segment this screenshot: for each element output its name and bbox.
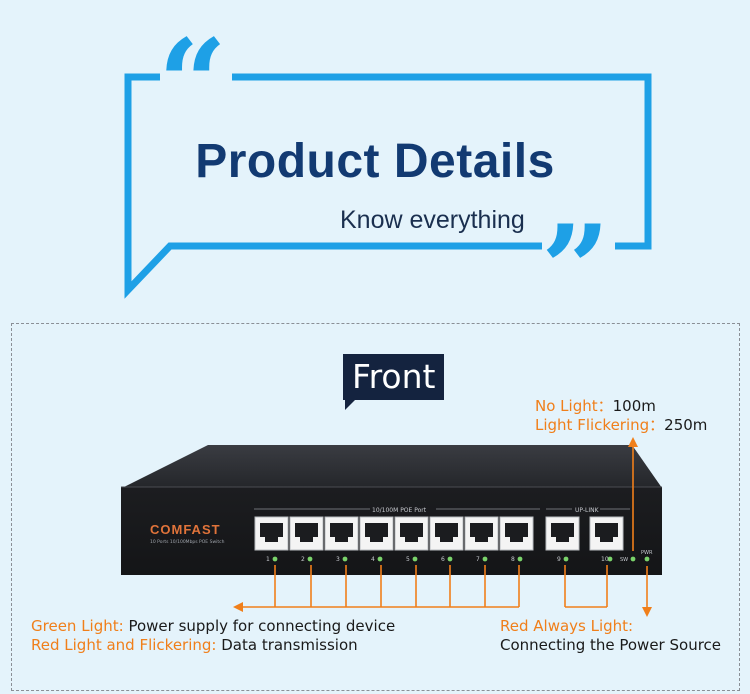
- red-always-annotation: Red Always Light:: [500, 617, 633, 635]
- red-always-value-annotation: Connecting the Power Source: [500, 636, 721, 654]
- rj45-port-10: 10: [589, 516, 624, 563]
- port-led-10: [607, 556, 613, 562]
- port-led-6: [447, 556, 453, 562]
- port-led-4: [377, 556, 383, 562]
- flicker-value: 250m: [664, 416, 708, 434]
- port-led-8: [517, 556, 523, 562]
- no-light-annotation: No Light：100m: [535, 395, 656, 416]
- port-led-7: [482, 556, 488, 562]
- no-light-key: No Light：: [535, 397, 613, 415]
- port-number-3: 3: [336, 556, 340, 563]
- open-quote-icon: “: [158, 13, 228, 154]
- pwr-led: [644, 556, 650, 562]
- port-group: 1 2 3 4 5 6 7 8 9 10: [254, 516, 624, 563]
- red-flicker-annotation: Red Light and Flickering: Data transmiss…: [31, 636, 358, 654]
- page-subtitle: Know everything: [340, 206, 525, 234]
- rj45-port-1: 1: [254, 516, 289, 563]
- sw-label: SW: [620, 557, 628, 563]
- green-value: Power supply for connecting device: [128, 617, 396, 635]
- model-text: 10 Ports 10/100Mbps POE Switch: [150, 539, 225, 545]
- port-led-1: [272, 556, 278, 562]
- page-title: Product Details: [195, 135, 555, 188]
- port-led-2: [307, 556, 313, 562]
- arrow-up-icon: [628, 437, 638, 447]
- arrow-down-icon: [642, 607, 652, 617]
- rj45-port-2: 2: [289, 516, 324, 563]
- port-number-8: 8: [511, 556, 515, 563]
- port-led-3: [342, 556, 348, 562]
- front-tag-tail: [345, 398, 357, 410]
- no-light-value: 100m: [612, 397, 656, 415]
- rj45-port-8: 8: [499, 516, 534, 563]
- product-panel: [11, 323, 740, 691]
- speech-bubble-frame: [124, 73, 652, 299]
- port-number-2: 2: [301, 556, 305, 563]
- rj45-port-3: 3: [324, 516, 359, 563]
- port-number-6: 6: [441, 556, 445, 563]
- red-flicker-value: Data transmission: [221, 636, 358, 654]
- port-number-7: 7: [476, 556, 480, 563]
- callout-lines: [241, 445, 648, 610]
- green-key: Green Light:: [31, 617, 129, 635]
- port-number-4: 4: [371, 556, 375, 563]
- port-number-9: 9: [557, 556, 561, 563]
- rj45-port-5: 5: [394, 516, 429, 563]
- poe-group-label: 10/100M POE Port: [372, 507, 427, 514]
- port-number-10: 10: [601, 556, 609, 563]
- flicker-annotation: Light Flickering：250m: [535, 414, 707, 435]
- rj45-port-9: 9: [545, 516, 580, 563]
- green-light-annotation: Green Light: Power supply for connecting…: [31, 617, 395, 635]
- arrow-left-icon: [233, 602, 243, 612]
- red-flicker-key: Red Light and Flickering:: [31, 636, 222, 654]
- brand-logo: COMFAST: [150, 522, 221, 537]
- close-quote-icon: ”: [541, 199, 611, 340]
- pwr-label: PWR: [641, 550, 653, 556]
- port-number-5: 5: [406, 556, 410, 563]
- uplink-group-label: UP-LINK: [575, 507, 600, 514]
- switch-top: [122, 445, 662, 488]
- rj45-port-4: 4: [359, 516, 394, 563]
- rj45-port-6: 6: [429, 516, 464, 563]
- sw-led: [630, 556, 636, 562]
- rj45-port-7: 7: [464, 516, 499, 563]
- front-tag: Front: [343, 354, 445, 400]
- port-number-1: 1: [266, 556, 270, 563]
- port-led-9: [563, 556, 569, 562]
- red-always-key: Red Always Light:: [500, 617, 634, 635]
- flicker-key: Light Flickering：: [535, 416, 665, 434]
- port-led-5: [412, 556, 418, 562]
- red-always-value: Connecting the Power Source: [500, 636, 722, 654]
